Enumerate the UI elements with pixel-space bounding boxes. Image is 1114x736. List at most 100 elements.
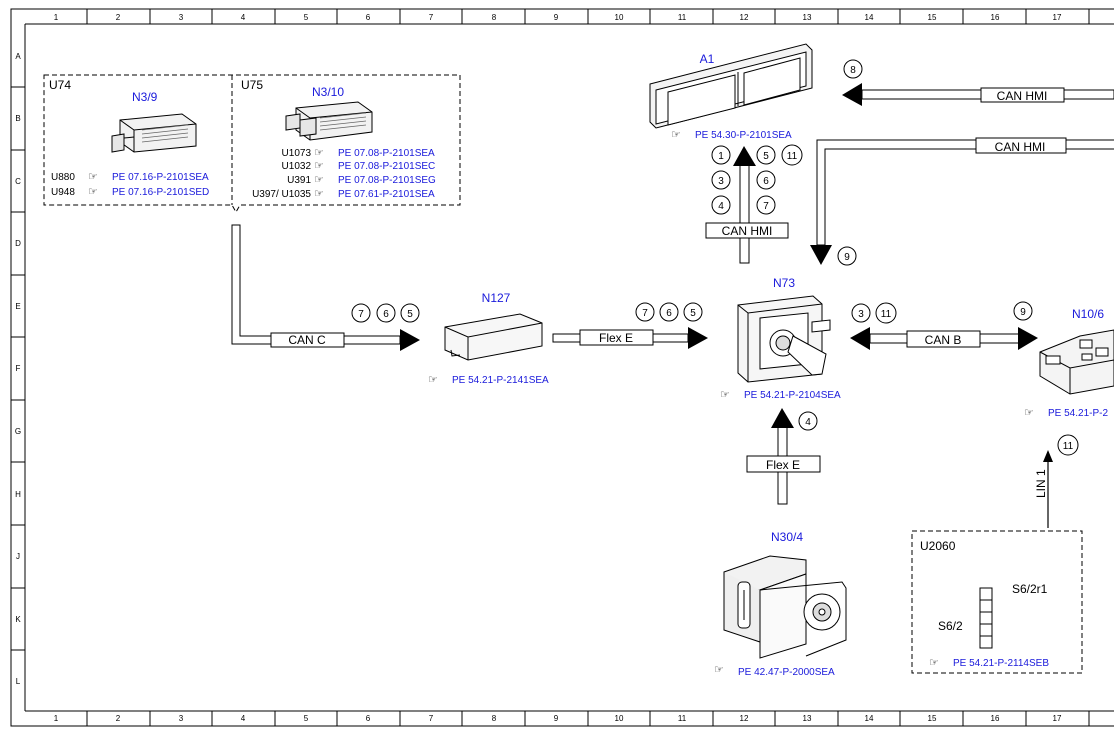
- n10-label: N10/6: [1072, 307, 1104, 321]
- row-label: F: [16, 364, 21, 373]
- u880-pe-ref[interactable]: PE 07.16-P-2101SEA: [112, 172, 209, 183]
- a1-pe-ref[interactable]: PE 54.30-P-2101SEA: [695, 130, 792, 141]
- n3-10-label: N3/10: [312, 85, 344, 99]
- marker-8: 8: [850, 65, 856, 76]
- n30-pe-ref[interactable]: PE 42.47-P-2000SEA: [738, 667, 835, 678]
- pe-hand-icon: ☞: [720, 389, 730, 401]
- can-hmi-arrowhead-left: [842, 83, 862, 106]
- can-c-arrowhead: [400, 329, 420, 351]
- n73-label: N73: [773, 276, 795, 290]
- pe-hand-icon: ☞: [88, 171, 98, 183]
- col-label-bottom: 4: [241, 714, 246, 723]
- col-label-top: 6: [366, 13, 371, 22]
- lin-1-bus: LIN 1 11: [1034, 434, 1079, 528]
- n127-module-illustration: [444, 313, 543, 361]
- can-c-label-box: [270, 332, 345, 348]
- col-label-bottom: 11: [678, 714, 687, 723]
- row-label: G: [15, 427, 21, 436]
- col-label-bottom: 8: [492, 714, 497, 723]
- u391-code: U391: [287, 175, 311, 186]
- n10-pe-ref[interactable]: PE 54.21-P-2: [1048, 408, 1108, 419]
- col-label-top: 2: [116, 13, 121, 22]
- svg-text:4: 4: [718, 201, 724, 212]
- col-label-top: 16: [991, 13, 1000, 22]
- flex-e-bus-vertical: Flex E 4: [746, 408, 821, 505]
- col-label-top: 13: [803, 13, 812, 22]
- n73-pe-ref[interactable]: PE 54.21-P-2104SEA: [744, 390, 841, 401]
- row-labels: A B C D E F G H J K L: [15, 52, 21, 686]
- u2060-pe-ref[interactable]: PE 54.21-P-2114SEB: [953, 658, 1049, 669]
- col-label-bottom: 2: [116, 714, 121, 723]
- u1073-pe-ref[interactable]: PE 07.08-P-2101SEA: [338, 148, 435, 159]
- u2060-group-label: U2060: [920, 539, 956, 553]
- col-label-bottom: 9: [554, 714, 559, 723]
- column-ticks: [86, 9, 1090, 726]
- col-label-top: 7: [429, 13, 434, 22]
- row-label: B: [15, 114, 20, 123]
- can-hmi-bus-to-n73: CAN HMI 9: [810, 137, 1114, 266]
- col-label-bottom: 14: [865, 714, 874, 723]
- marker-4: 4: [805, 417, 811, 428]
- col-label-top: 4: [241, 13, 246, 22]
- svg-text:3: 3: [718, 176, 724, 187]
- u880-code: U880: [51, 172, 75, 183]
- pe-hand-icon: ☞: [314, 188, 324, 200]
- n73-component: N73 ☞ PE 54.21-P-2104SEA: [720, 276, 841, 401]
- u1032-pe-ref[interactable]: PE 07.08-P-2101SEC: [338, 161, 435, 172]
- flex-e-markers: 7 6 5: [635, 302, 703, 322]
- pe-hand-icon: ☞: [88, 186, 98, 198]
- u2060-dashed-frame: [911, 530, 1083, 674]
- n10-sam-module-illustration: [1039, 329, 1114, 395]
- a1-display-illustration: [649, 43, 813, 129]
- row-label: H: [15, 490, 21, 499]
- pe-hand-icon: ☞: [929, 657, 939, 669]
- svg-text:1: 1: [718, 151, 724, 162]
- row-label: E: [15, 302, 20, 311]
- row-label: L: [16, 677, 21, 686]
- pe-hand-icon: ☞: [314, 160, 324, 172]
- can-hmi-label: CAN HMI: [722, 224, 773, 238]
- can-b-bus: CAN B: [850, 327, 1038, 350]
- col-label-bottom: 16: [991, 714, 1000, 723]
- can-b-arrowhead-left: [850, 327, 870, 350]
- svg-text:5: 5: [407, 309, 413, 320]
- flex-e-label-box: [746, 455, 821, 473]
- col-label-bottom: 3: [179, 714, 184, 723]
- row-label: A: [15, 52, 21, 61]
- n127-component: N127 ☞ PE 54.21-P-2141SEA: [428, 291, 549, 386]
- can-hmi-label-box: [980, 87, 1065, 103]
- u397-pe-ref[interactable]: PE 07.61-P-2101SEA: [338, 189, 435, 200]
- col-label-top: 9: [554, 13, 559, 22]
- col-label-top: 5: [304, 13, 309, 22]
- ecu-n3-10-illustration: [285, 101, 373, 141]
- svg-text:7: 7: [763, 201, 769, 212]
- ecu-n3-9-illustration: [111, 113, 197, 153]
- svg-text:5: 5: [690, 308, 696, 319]
- u948-code: U948: [51, 187, 75, 198]
- pe-hand-icon: ☞: [314, 147, 324, 159]
- svg-text:7: 7: [642, 308, 648, 319]
- s6-2-label: S6/2: [938, 619, 963, 633]
- column-labels: 1 2 3 4 5 6 7 8 9 10 11 12 13 14 15 16 1…: [54, 13, 1062, 723]
- u397-code: U397/ U1035: [252, 189, 311, 200]
- n30-label: N30/4: [771, 530, 803, 544]
- u391-pe-ref[interactable]: PE 07.08-P-2101SEG: [338, 175, 436, 186]
- col-label-top: 11: [678, 13, 687, 22]
- col-label-bottom: 5: [304, 714, 309, 723]
- u948-pe-ref[interactable]: PE 07.16-P-2101SED: [112, 187, 209, 198]
- a1-component: A1 ☞ PE 54.30-P-2101SEA: [649, 43, 813, 141]
- flex-e-arrowhead-up: [771, 408, 794, 428]
- svg-text:6: 6: [763, 176, 769, 187]
- svg-text:11: 11: [881, 309, 892, 320]
- col-label-bottom: 7: [429, 714, 434, 723]
- flex-e-label: Flex E: [766, 458, 800, 472]
- s6-2r1-label: S6/2r1: [1012, 582, 1048, 596]
- n10-component: N10/6 ☞ PE 54.21-P-2: [1024, 307, 1114, 419]
- n127-pe-ref[interactable]: PE 54.21-P-2141SEA: [452, 375, 549, 386]
- col-label-bottom: 13: [803, 714, 812, 723]
- can-hmi-arrowhead-down: [810, 245, 832, 265]
- can-hmi-label: CAN HMI: [997, 89, 1048, 103]
- col-label-top: 1: [54, 13, 59, 22]
- pe-hand-icon: ☞: [428, 374, 438, 386]
- u2060-group: U2060 S6/2r1 S6/2 ☞ PE 54.21-P-2114SEB: [911, 530, 1083, 674]
